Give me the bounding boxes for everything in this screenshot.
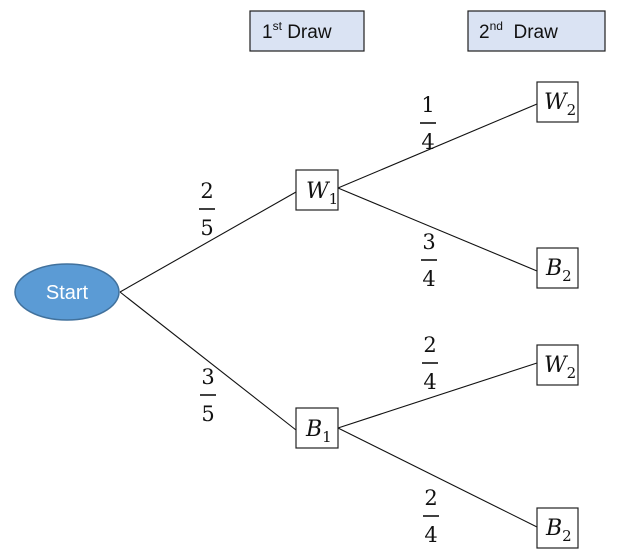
node-b1-letter: B bbox=[305, 417, 322, 442]
svg-text:1st Draw: 1st Draw bbox=[262, 19, 332, 43]
node-b2-bottom-subscript: 2 bbox=[562, 527, 572, 545]
svg-text:W1: W1 bbox=[306, 179, 338, 208]
node-w1: W1 bbox=[295, 169, 339, 211]
prob-start-b1-numerator: 3 bbox=[201, 365, 214, 389]
prob-w1-b2-numerator: 3 bbox=[422, 230, 435, 254]
prob-w1-b2: 3 4 bbox=[421, 230, 437, 291]
prob-b1-b2-denominator: 4 bbox=[424, 523, 437, 547]
prob-b1-b2-numerator: 2 bbox=[424, 486, 437, 510]
edge-w1-w2 bbox=[337, 103, 538, 189]
node-b1: B1 bbox=[295, 407, 339, 449]
header-second-label: Draw bbox=[503, 22, 558, 43]
edge-start-w1 bbox=[119, 191, 297, 293]
prob-b1-b2: 2 4 bbox=[423, 486, 439, 547]
svg-text:W2: W2 bbox=[544, 90, 576, 119]
start-node: Start bbox=[14, 263, 120, 321]
prob-b1-w2-numerator: 2 bbox=[423, 333, 436, 357]
prob-w1-w2: 1 4 bbox=[420, 93, 436, 154]
prob-start-b1-denominator: 5 bbox=[201, 402, 214, 426]
edge-w1-b2 bbox=[337, 187, 538, 272]
node-b2-top-letter: B bbox=[545, 256, 562, 281]
header-second-number: 2 bbox=[479, 22, 490, 43]
header-first-draw: 1st Draw bbox=[249, 10, 365, 52]
node-b2-top-subscript: 2 bbox=[562, 267, 572, 285]
node-b1-subscript: 1 bbox=[322, 428, 332, 446]
prob-start-w1: 2 5 bbox=[199, 179, 215, 240]
node-w2-bottom-letter: W bbox=[544, 353, 569, 378]
header-first-label: Draw bbox=[282, 22, 332, 43]
header-first-number: 1 bbox=[262, 22, 273, 43]
node-w2-bottom-subscript: 2 bbox=[567, 364, 577, 382]
node-b2-bottom: B2 bbox=[536, 507, 579, 549]
edge-start-b1 bbox=[119, 291, 297, 431]
node-w2-bottom: W2 bbox=[536, 344, 579, 386]
svg-text:W2: W2 bbox=[544, 353, 576, 382]
start-label: Start bbox=[46, 282, 89, 304]
prob-w1-w2-denominator: 4 bbox=[421, 130, 434, 154]
svg-text:B1: B1 bbox=[305, 417, 332, 446]
node-w1-letter: W bbox=[306, 179, 331, 204]
edge-b1-w2 bbox=[337, 362, 538, 429]
node-w2-top-letter: W bbox=[544, 90, 569, 115]
svg-text:B2: B2 bbox=[545, 516, 572, 545]
svg-text:B2: B2 bbox=[545, 256, 572, 285]
node-b2-bottom-letter: B bbox=[545, 516, 562, 541]
prob-w1-w2-numerator: 1 bbox=[421, 93, 434, 117]
svg-text:2nd Draw: 2nd Draw bbox=[479, 19, 558, 43]
prob-start-b1: 3 5 bbox=[200, 365, 216, 426]
prob-start-w1-numerator: 2 bbox=[200, 179, 213, 203]
prob-b1-w2-denominator: 4 bbox=[423, 370, 436, 394]
header-second-draw: 2nd Draw bbox=[467, 10, 606, 52]
header-first-ordinal: st bbox=[273, 19, 283, 33]
node-w1-subscript: 1 bbox=[329, 190, 339, 208]
prob-start-w1-denominator: 5 bbox=[200, 216, 213, 240]
prob-w1-b2-denominator: 4 bbox=[422, 267, 435, 291]
edge-b1-b2 bbox=[337, 427, 538, 528]
node-w2-top-subscript: 2 bbox=[567, 101, 577, 119]
prob-b1-w2: 2 4 bbox=[422, 333, 438, 394]
node-b2-top: B2 bbox=[536, 247, 579, 289]
header-second-ordinal: nd bbox=[490, 19, 503, 33]
node-w2-top: W2 bbox=[536, 81, 579, 123]
